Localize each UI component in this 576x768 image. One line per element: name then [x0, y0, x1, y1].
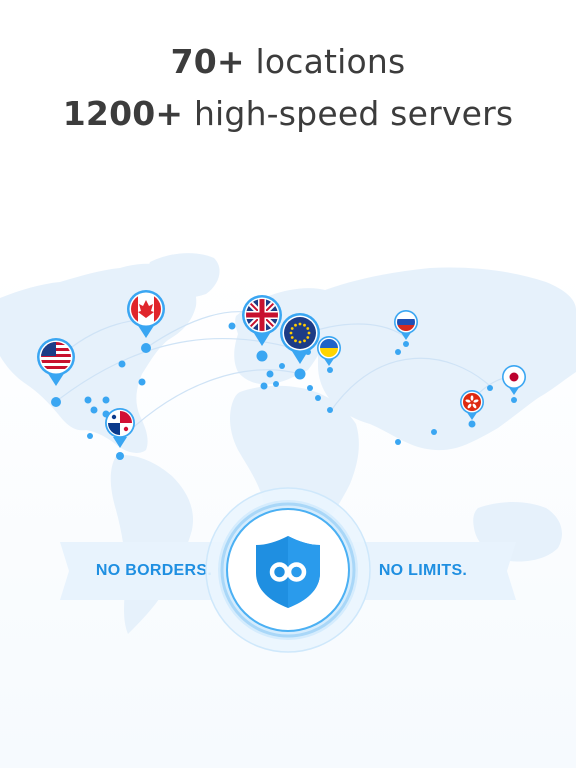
dot-us1	[118, 360, 126, 368]
locations-label: locations	[244, 42, 406, 81]
dot-asia4	[487, 385, 493, 391]
headline-servers: 1200+ high-speed servers	[0, 94, 576, 133]
uk-flag[interactable]	[242, 295, 282, 346]
dot-panama	[116, 452, 124, 460]
no-limits-label: NO LIMITS.	[378, 562, 468, 579]
usa-flag[interactable]	[37, 338, 75, 386]
dot-japan	[511, 397, 517, 403]
headline-locations: 70+ locations	[0, 42, 576, 81]
arc-panama-europe	[119, 369, 301, 441]
greenland-landmass	[148, 253, 220, 298]
dot-la	[51, 397, 61, 407]
hong-kong-flag[interactable]	[460, 390, 484, 420]
dot-us4	[90, 406, 98, 414]
arc-europe-asia	[329, 357, 491, 413]
dot-us3	[84, 396, 92, 404]
servers-count: 1200+	[62, 94, 184, 133]
panama-flag[interactable]	[105, 408, 135, 448]
dot-eu4	[273, 381, 279, 387]
dot-eu6	[307, 385, 313, 391]
dot-eu7	[315, 395, 321, 401]
dot-ukraine	[327, 367, 333, 373]
dot-asia1	[395, 439, 401, 445]
no-limits-ribbon: NO LIMITS.	[346, 542, 516, 600]
canada-flag[interactable]	[127, 290, 165, 338]
ukraine-flag[interactable]	[317, 336, 341, 366]
dot-asia2	[431, 429, 437, 435]
infinity-shield-icon[interactable]	[256, 536, 320, 608]
dot-eu8	[327, 407, 333, 413]
dot-eu3	[260, 382, 268, 390]
dot-uk	[256, 350, 268, 362]
asia-landmass	[318, 267, 576, 451]
dot-canada	[141, 343, 151, 353]
dot-russia1	[403, 341, 409, 347]
locations-count: 70+	[170, 42, 245, 81]
dot-us7	[87, 433, 93, 439]
arc-us-europe	[57, 337, 301, 401]
dot-russia2	[395, 349, 401, 355]
no-borders-label: NO BORDERS.	[95, 562, 213, 579]
no-borders-ribbon: NO BORDERS.	[60, 542, 230, 600]
dot-eu	[294, 368, 306, 380]
japan-flag[interactable]	[502, 365, 526, 395]
dot-eu1	[228, 322, 236, 330]
dot-hk	[468, 420, 476, 428]
eu-flag[interactable]	[280, 313, 320, 364]
dot-eu2	[266, 370, 274, 378]
dot-us2	[138, 378, 146, 386]
servers-label: high-speed servers	[183, 94, 514, 133]
dot-eu5	[279, 363, 285, 369]
africa-landmass	[230, 385, 359, 553]
russia-flag[interactable]	[394, 310, 418, 340]
dot-us5	[102, 396, 110, 404]
